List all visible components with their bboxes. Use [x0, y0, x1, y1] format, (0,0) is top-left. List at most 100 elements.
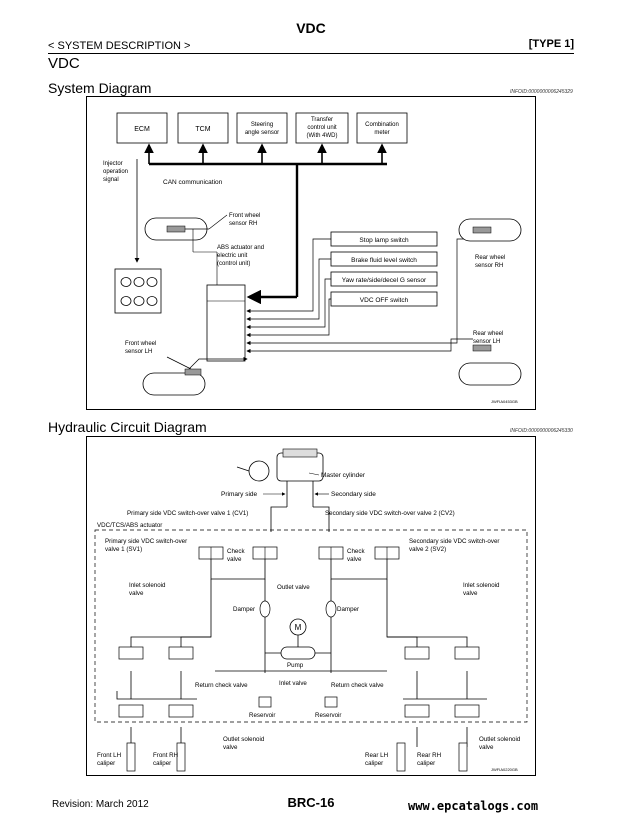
caliper-rear-rh — [458, 742, 468, 772]
outlet-solenoid-left-1: Outlet solenoid — [223, 736, 265, 743]
outlet-solenoid-right-2: valve — [479, 744, 494, 751]
damper-right — [325, 600, 337, 618]
actuator-label: VDC/TCS/ABS actuator — [97, 522, 162, 529]
brake-fluid-switch-box: Brake fluid level switch — [330, 251, 438, 267]
inlet-solenoid-left-1: Inlet solenoid — [129, 582, 166, 589]
master-cylinder-label: Master cylinder — [321, 472, 366, 479]
caliper-front-rh — [176, 742, 186, 772]
vdc-off-switch-box: VDC OFF switch — [330, 291, 438, 307]
pump-label: Pump — [287, 662, 304, 669]
rear-rh-caliper-2: caliper — [417, 760, 435, 767]
check-valve-right-2: valve — [347, 556, 362, 563]
svg-text:VDC OFF switch: VDC OFF switch — [360, 297, 409, 304]
system-diagram: ECM TCM Steering angle sensor Transfer c… — [86, 96, 536, 410]
reservoir-left-label: Reservoir — [249, 712, 275, 719]
rear-lh-wheel — [458, 344, 522, 386]
inlet-solenoid-right-1: Inlet solenoid — [463, 582, 500, 589]
cv1-valve — [252, 546, 278, 560]
svg-text:TCM: TCM — [195, 126, 210, 133]
outlet-solenoid-right-1: Outlet solenoid — [479, 736, 521, 743]
inlet-valve-rear-lh — [404, 646, 430, 660]
damper-right-label: Damper — [337, 606, 359, 613]
watermark: www.epcatalogs.com — [408, 799, 539, 813]
rear-rh-label-2: sensor RH — [475, 263, 503, 269]
inlet-solenoid-left-2: valve — [129, 590, 144, 597]
reservoir-right-label: Reservoir — [315, 712, 341, 719]
reservoir-right — [324, 696, 338, 708]
sv2-label-1: Secondary side VDC switch-over — [409, 538, 499, 545]
front-rh-wheel — [144, 214, 228, 241]
hydraulic-diagram-info-id: INFOID:0000000006245330 — [510, 428, 573, 434]
front-lh-label-2: sensor LH — [125, 349, 152, 355]
outlet-valve-front-lh — [118, 704, 144, 718]
svg-text:Steering: Steering — [251, 122, 273, 128]
injector-label-3: signal — [103, 177, 119, 183]
sv1-valve — [198, 546, 224, 560]
sv2-valve — [374, 546, 400, 560]
front-rh-caliper-2: caliper — [153, 760, 171, 767]
combination-meter-box: Combination meter — [356, 112, 408, 144]
outlet-solenoid-left-2: valve — [223, 744, 238, 751]
inlet-valve-front-lh — [118, 646, 144, 660]
front-rh-label-2: sensor RH — [229, 221, 257, 227]
section-title: VDC — [48, 55, 80, 72]
rear-rh-caliper-1: Rear RH — [417, 752, 441, 759]
front-lh-caliper-1: Front LH — [97, 752, 121, 759]
svg-text:ECM: ECM — [134, 126, 150, 133]
transfer-control-box: Transfer control unit (With 4WD) — [295, 112, 349, 144]
type-label: [TYPE 1] — [528, 38, 574, 50]
svg-text:meter: meter — [374, 130, 389, 136]
rear-lh-label-2: sensor LH — [473, 339, 500, 345]
caliper-rear-lh — [396, 742, 406, 772]
rear-rh-wheel — [458, 218, 522, 242]
svg-text:(With 4WD): (With 4WD) — [307, 133, 338, 139]
damper-left-label: Damper — [233, 606, 255, 613]
caliper-front-lh — [126, 742, 136, 772]
cv2-valve — [318, 546, 344, 560]
system-figure-id: JWFIA0453GB — [491, 399, 518, 404]
injector-block — [114, 268, 162, 314]
header-rule — [48, 53, 574, 54]
stop-lamp-switch-box: Stop lamp switch — [330, 231, 438, 247]
check-valve-right-1: Check — [347, 548, 365, 555]
can-bus — [144, 143, 387, 305]
front-lh-label-1: Front wheel — [125, 341, 156, 347]
steering-sensor-box: Steering angle sensor — [236, 112, 288, 144]
front-rh-caliper-1: Front RH — [153, 752, 178, 759]
revision-label: Revision: March 2012 — [52, 799, 149, 810]
svg-text:Combination: Combination — [365, 122, 399, 128]
master-cylinder — [236, 448, 324, 507]
cv2-label: Secondary side VDC switch-over valve 2 (… — [325, 510, 455, 517]
abs-label-3: (control unit) — [217, 261, 250, 267]
system-diagram-info-id: INFOID:0000000006245329 — [510, 89, 573, 95]
page-number: BRC-16 — [287, 795, 335, 810]
inlet-valve-rear-rh — [454, 646, 480, 660]
outlet-valve-front-rh — [168, 704, 194, 718]
svg-text:Yaw rate/side/decel G sensor: Yaw rate/side/decel G sensor — [342, 277, 427, 284]
return-check-left-label: Return check valve — [195, 682, 248, 689]
front-rh-label-1: Front wheel — [229, 213, 260, 219]
sv1-label-2: valve 1 (SV1) — [105, 546, 142, 553]
reservoir-left — [258, 696, 272, 708]
inlet-valve-front-rh — [168, 646, 194, 660]
return-check-right-label: Return check valve — [331, 682, 384, 689]
abs-label-1: ABS actuator and — [217, 245, 264, 251]
inlet-solenoid-right-2: valve — [463, 590, 478, 597]
rear-lh-caliper-1: Rear LH — [365, 752, 388, 759]
sv1-label-1: Primary side VDC switch-over — [105, 538, 187, 545]
tcm-box: TCM — [177, 112, 229, 144]
injector-label-2: operation — [103, 169, 128, 175]
hydraulic-diagram-title: Hydraulic Circuit Diagram — [48, 419, 207, 435]
rear-lh-label-1: Rear wheel — [473, 331, 503, 337]
abs-actuator-box — [206, 284, 246, 362]
hydraulic-lines — [116, 559, 487, 747]
outlet-valve-rear-rh — [454, 704, 480, 718]
outlet-valve-rear-lh — [404, 704, 430, 718]
outlet-valve-label: Outlet valve — [277, 584, 310, 591]
svg-text:Transfer: Transfer — [311, 117, 333, 123]
svg-text:Brake fluid level switch: Brake fluid level switch — [351, 257, 417, 264]
front-lh-wheel — [142, 368, 206, 396]
svg-text:Stop lamp switch: Stop lamp switch — [359, 237, 409, 244]
rear-rh-label-1: Rear wheel — [475, 255, 505, 261]
svg-text:angle sensor: angle sensor — [245, 130, 279, 136]
